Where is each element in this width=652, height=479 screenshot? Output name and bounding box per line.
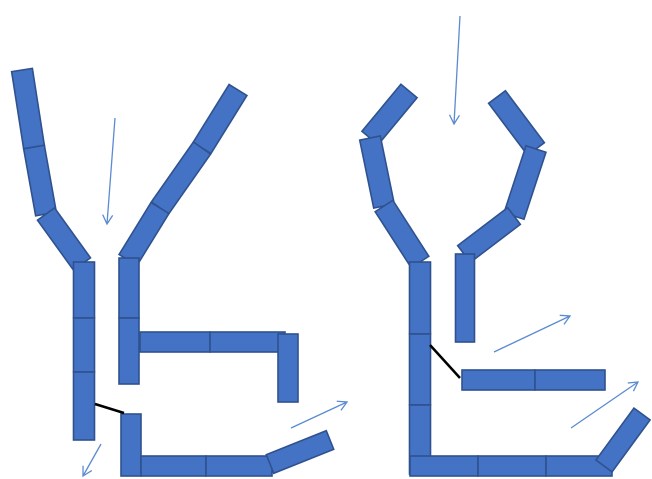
horizontal-arm-block bbox=[139, 331, 211, 353]
left-arm-block bbox=[36, 206, 92, 272]
base-block bbox=[477, 455, 547, 477]
inner-stem-block bbox=[118, 317, 140, 385]
outgoing-arrow bbox=[82, 443, 102, 478]
base-block bbox=[205, 455, 273, 477]
inner-stem-block bbox=[118, 257, 140, 319]
outgoing-arrow bbox=[570, 381, 640, 429]
left-arm-block bbox=[374, 199, 430, 269]
horizontal-arm-block bbox=[209, 331, 286, 353]
left-stem-block bbox=[72, 371, 96, 441]
horizontal-arm-block bbox=[461, 369, 536, 391]
outgoing-arrow bbox=[290, 400, 349, 429]
connector-line bbox=[429, 344, 461, 379]
left-arm-block bbox=[358, 134, 396, 210]
right-arm-block bbox=[150, 140, 212, 216]
connector-line bbox=[94, 402, 125, 415]
incoming-arrow bbox=[448, 15, 461, 126]
left-arm-block bbox=[22, 144, 58, 217]
incoming-arrow bbox=[102, 117, 116, 226]
outer-stem-block bbox=[408, 333, 432, 406]
inner-stem-block bbox=[454, 253, 476, 343]
left-stem-block bbox=[72, 317, 96, 373]
base-block bbox=[265, 429, 335, 475]
left-arm-block bbox=[10, 67, 46, 150]
outgoing-arrow bbox=[493, 314, 572, 353]
right-arm-block bbox=[503, 144, 547, 221]
base-block bbox=[140, 455, 207, 477]
right-arm-block bbox=[487, 89, 546, 157]
left-stem-block bbox=[72, 261, 96, 319]
right-arm-block bbox=[117, 201, 171, 267]
horizontal-arm-block bbox=[534, 369, 606, 391]
right-arm-block bbox=[191, 83, 249, 155]
drop-block bbox=[277, 333, 299, 403]
left-arm-block bbox=[360, 83, 419, 146]
outer-stem-block bbox=[408, 261, 432, 335]
base-block bbox=[409, 455, 479, 477]
right-structure bbox=[358, 15, 652, 477]
lower-stem-block bbox=[120, 413, 142, 477]
left-structure bbox=[10, 67, 349, 478]
base-block bbox=[594, 406, 652, 474]
